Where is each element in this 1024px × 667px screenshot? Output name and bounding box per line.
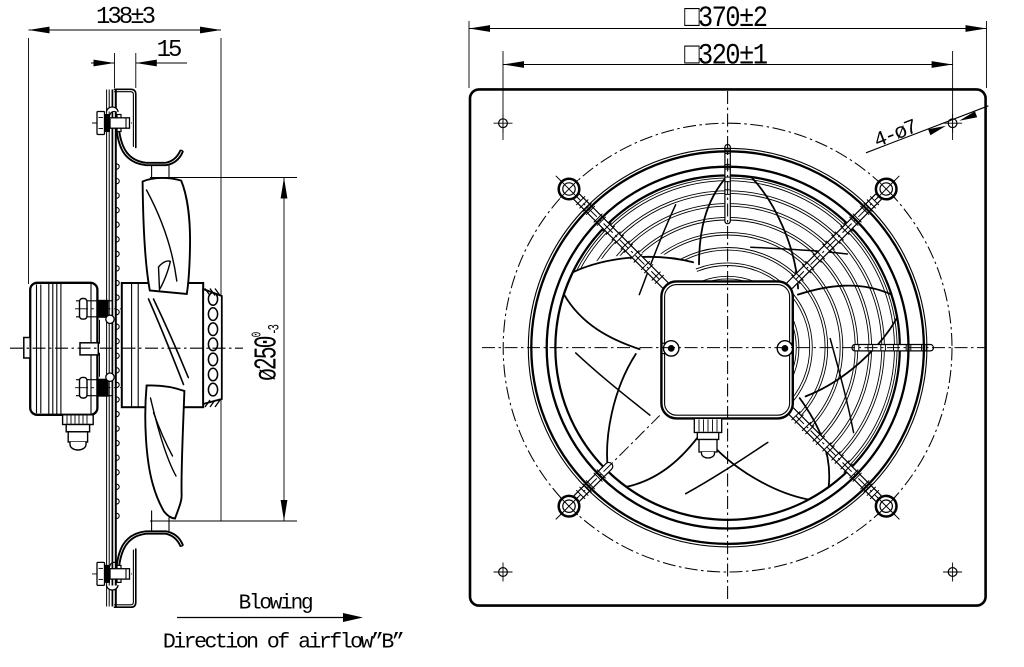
svg-text:□370±2: □370±2 xyxy=(684,2,766,35)
svg-text:15: 15 xyxy=(157,37,181,64)
svg-text:ø2500-3: ø2500-3 xyxy=(249,324,286,381)
svg-text:Blowing: Blowing xyxy=(239,593,312,616)
svg-text:□320±1: □320±1 xyxy=(684,40,767,73)
svg-text:Direction of airflow”B”: Direction of airflow”B” xyxy=(163,631,404,655)
svg-text:138±3: 138±3 xyxy=(96,4,155,31)
